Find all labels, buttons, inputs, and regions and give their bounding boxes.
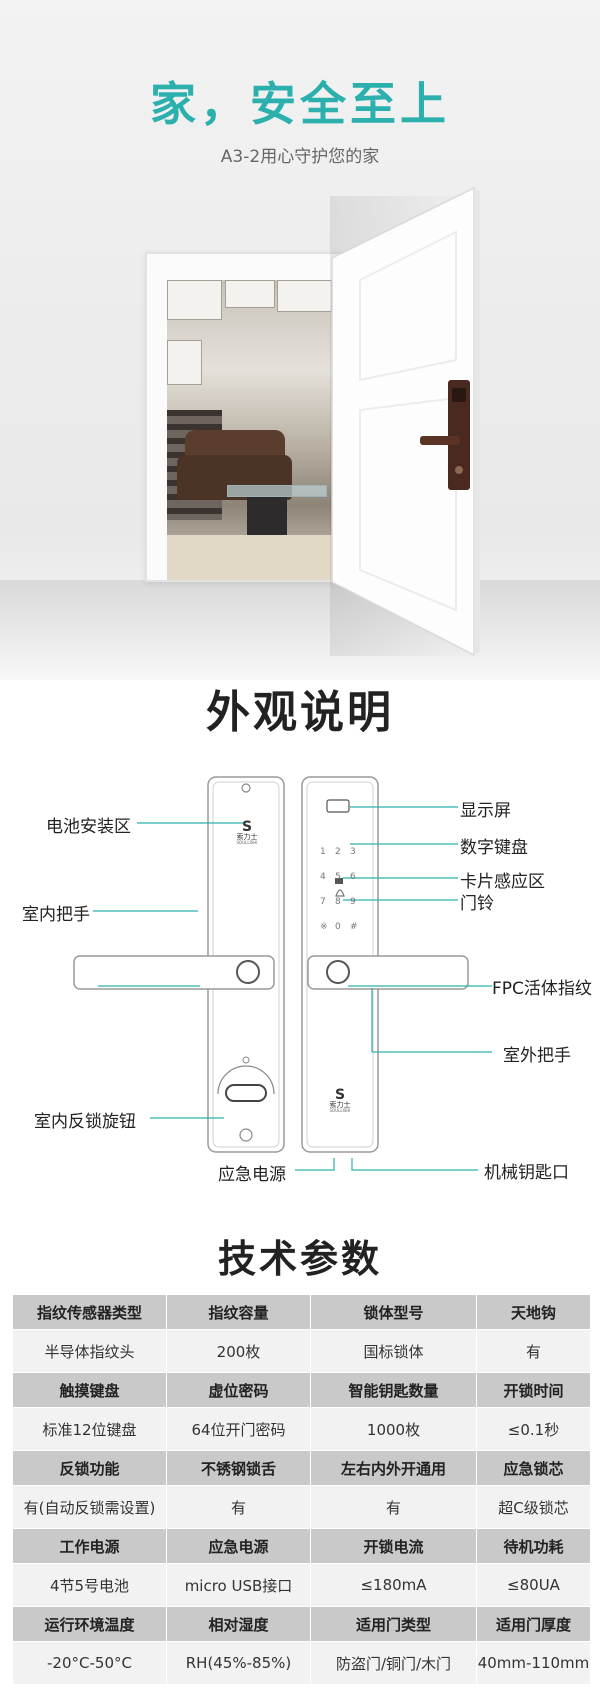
spec-value-cell: ≤0.1秒 bbox=[476, 1407, 591, 1451]
spec-header-cell: 开锁电流 bbox=[310, 1528, 477, 1564]
key-7: 7 bbox=[320, 897, 326, 907]
key-0: 0 bbox=[335, 922, 341, 932]
spec-value-row: 有(自动反锁需设置) 有 有 超C级锁芯 bbox=[12, 1485, 591, 1529]
spec-header-cell: 工作电源 bbox=[12, 1528, 167, 1564]
brand-logo-indoor: S 索力士 SOULLISHI bbox=[224, 820, 270, 845]
key-3: 3 bbox=[350, 847, 356, 857]
spec-header-row: 运行环境温度 相对湿度 适用门类型 适用门厚度 bbox=[12, 1606, 591, 1642]
door-lock-icon bbox=[420, 380, 470, 490]
spec-header-cell: 相对湿度 bbox=[166, 1606, 311, 1642]
spec-value-cell: 40mm-110mm bbox=[476, 1641, 591, 1685]
spec-header-cell: 应急电源 bbox=[166, 1528, 311, 1564]
spec-header-row: 反锁功能 不锈钢锁舌 左右内外开通用 应急锁芯 bbox=[12, 1450, 591, 1486]
spec-header-row: 指纹传感器类型 指纹容量 锁体型号 天地钩 bbox=[12, 1294, 591, 1330]
spec-value-cell: 防盗门/铜门/木门 bbox=[310, 1641, 477, 1685]
key-4: 4 bbox=[320, 872, 326, 882]
spec-header-cell: 应急锁芯 bbox=[476, 1450, 591, 1486]
open-door bbox=[0, 0, 600, 680]
key-8: 8 bbox=[335, 897, 341, 907]
spec-header-cell: 适用门厚度 bbox=[476, 1606, 591, 1642]
room-interior-image bbox=[167, 280, 332, 580]
callout-indoor-handle: 室内把手 bbox=[22, 905, 90, 925]
spec-header-cell: 虚位密码 bbox=[166, 1372, 311, 1408]
spec-header-cell: 锁体型号 bbox=[310, 1294, 477, 1330]
outdoor-panel bbox=[301, 776, 469, 1153]
spec-header-cell: 反锁功能 bbox=[12, 1450, 167, 1486]
indoor-panel bbox=[73, 776, 285, 1153]
spec-header-cell: 智能钥匙数量 bbox=[310, 1372, 477, 1408]
spec-value-cell: 标准12位键盘 bbox=[12, 1407, 167, 1451]
brand-name: 索力士 bbox=[236, 833, 258, 841]
keypad: 1 2 3 4 5 6 7 8 9 ※ 0 # bbox=[320, 847, 364, 932]
key-hash: # bbox=[350, 922, 358, 932]
spec-value-row: 4节5号电池 micro USB接口 ≤180mA ≤80UA bbox=[12, 1563, 591, 1607]
key-6: 6 bbox=[350, 872, 356, 882]
spec-value-cell: ≤180mA bbox=[310, 1563, 477, 1607]
callout-display: 显示屏 bbox=[460, 801, 511, 821]
lock-diagram: 1 2 3 4 5 6 7 8 9 ※ 0 # S 索力士 SOULLISHI … bbox=[0, 760, 600, 1190]
brand-name: 索力士 bbox=[329, 1101, 351, 1109]
spec-header-cell: 开锁时间 bbox=[476, 1372, 591, 1408]
spec-value-cell: 半导体指纹头 bbox=[12, 1329, 167, 1373]
spec-header-cell: 待机功耗 bbox=[476, 1528, 591, 1564]
brand-sub: SOULLISHI bbox=[329, 1108, 351, 1113]
spec-value-cell: 4节5号电池 bbox=[12, 1563, 167, 1607]
spec-value-cell: 超C级锁芯 bbox=[476, 1485, 591, 1529]
appearance-title: 外观说明 bbox=[206, 687, 394, 738]
spec-value-cell: ≤80UA bbox=[476, 1563, 591, 1607]
spec-value-cell: -20°C-50°C bbox=[12, 1641, 167, 1685]
spec-value-cell: 有 bbox=[310, 1485, 477, 1529]
spec-header-cell: 左右内外开通用 bbox=[310, 1450, 477, 1486]
spec-value-row: -20°C-50°C RH(45%-85%) 防盗门/铜门/木门 40mm-11… bbox=[12, 1641, 591, 1685]
callout-battery-area: 电池安装区 bbox=[46, 817, 131, 837]
callout-doorbell: 门铃 bbox=[460, 894, 494, 914]
key-5: 5 bbox=[335, 872, 341, 882]
spec-header-cell: 指纹容量 bbox=[166, 1294, 311, 1330]
hero-subtitle: A3-2用心守护您的家 bbox=[220, 147, 380, 167]
callout-indoor-knob: 室内反锁旋钮 bbox=[34, 1112, 136, 1132]
spec-header-cell: 适用门类型 bbox=[310, 1606, 477, 1642]
callout-lines bbox=[93, 806, 492, 1171]
spec-value-cell: 国标锁体 bbox=[310, 1329, 477, 1373]
specs-title: 技术参数 bbox=[217, 1237, 382, 1281]
spec-value-cell: 有(自动反锁需设置) bbox=[12, 1485, 167, 1529]
brand-logo-outdoor: S 索力士 SOULLISHI bbox=[317, 1088, 363, 1113]
callout-card-sensor: 卡片感应区 bbox=[460, 872, 545, 892]
spec-value-cell: 200枚 bbox=[166, 1329, 311, 1373]
brand-sub: SOULLISHI bbox=[236, 840, 258, 845]
spec-header-row: 触摸键盘 虚位密码 智能钥匙数量 开锁时间 bbox=[12, 1372, 591, 1408]
spec-value-cell: 64位开门密码 bbox=[166, 1407, 311, 1451]
key-9: 9 bbox=[350, 897, 356, 907]
spec-value-row: 半导体指纹头 200枚 国标锁体 有 bbox=[12, 1329, 591, 1373]
callout-mechanical-keyhole: 机械钥匙口 bbox=[484, 1163, 569, 1183]
callout-keypad: 数字键盘 bbox=[460, 838, 528, 858]
spec-value-row: 标准12位键盘 64位开门密码 1000枚 ≤0.1秒 bbox=[12, 1407, 591, 1451]
spec-value-cell: RH(45%-85%) bbox=[166, 1641, 311, 1685]
hero-title: 家，安全至上 bbox=[150, 77, 450, 131]
spec-value-cell: 有 bbox=[476, 1329, 591, 1373]
spec-header-row: 工作电源 应急电源 开锁电流 待机功耗 bbox=[12, 1528, 591, 1564]
spec-value-cell: micro USB接口 bbox=[166, 1563, 311, 1607]
spec-header-cell: 触摸键盘 bbox=[12, 1372, 167, 1408]
spec-header-cell: 运行环境温度 bbox=[12, 1606, 167, 1642]
hero-banner: 家，安全至上 A3-2用心守护您的家 bbox=[0, 0, 600, 680]
callout-emergency-power: 应急电源 bbox=[218, 1165, 286, 1185]
spec-header-cell: 天地钩 bbox=[476, 1294, 591, 1330]
callout-outdoor-handle: 室外把手 bbox=[503, 1046, 571, 1066]
spec-value-cell: 1000枚 bbox=[310, 1407, 477, 1451]
floor bbox=[0, 580, 600, 680]
callout-fingerprint: FPC活体指纹 bbox=[492, 979, 592, 999]
spec-value-cell: 有 bbox=[166, 1485, 311, 1529]
spec-table: 指纹传感器类型 指纹容量 锁体型号 天地钩 半导体指纹头 200枚 国标锁体 有… bbox=[12, 1294, 591, 1685]
spec-header-cell: 不锈钢锁舌 bbox=[166, 1450, 311, 1486]
key-1: 1 bbox=[320, 847, 326, 857]
spec-header-cell: 指纹传感器类型 bbox=[12, 1294, 167, 1330]
key-star: ※ bbox=[320, 922, 328, 932]
key-2: 2 bbox=[335, 847, 341, 857]
